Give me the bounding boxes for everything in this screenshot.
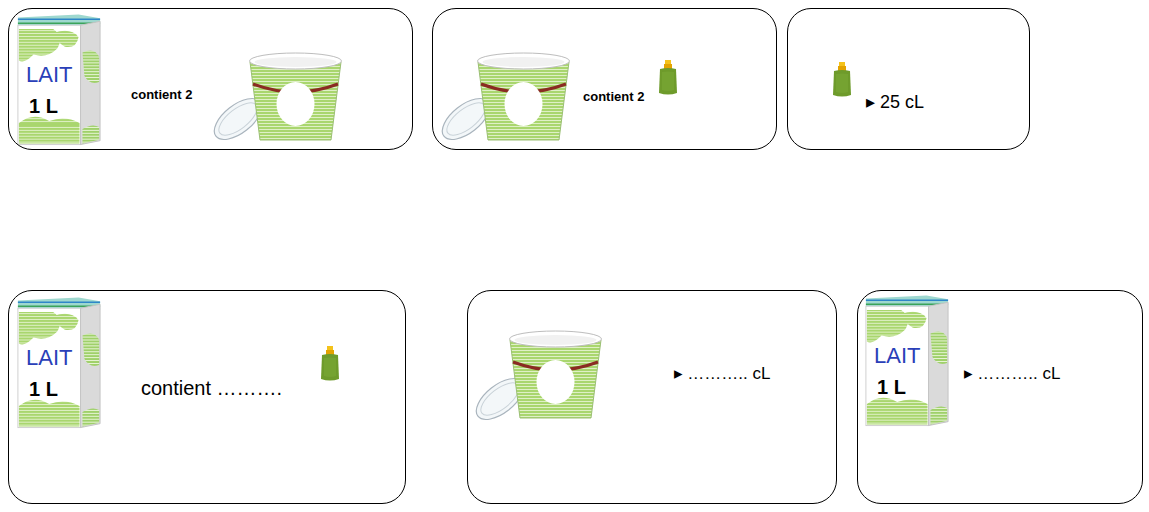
drink-pouch — [833, 62, 851, 97]
milk-carton — [18, 14, 100, 144]
card-text: ▸ ……….. cL — [964, 363, 1060, 384]
measure-card: ▸ 25 cL — [787, 8, 1030, 150]
card-text: contient 2 — [131, 87, 192, 102]
measure-card: contient ………. — [8, 290, 406, 504]
carton-label: 1 L — [877, 376, 906, 399]
carton-label: LAIT — [874, 343, 920, 369]
card-text: contient 2 — [583, 89, 644, 104]
card-text: ▸ ……….. cL — [674, 363, 770, 384]
carton-label: 1 L — [29, 95, 58, 118]
yogurt-cup — [510, 331, 602, 418]
carton-label: LAIT — [26, 62, 72, 88]
carton-label: LAIT — [26, 345, 72, 371]
measure-card: ▸ ……….. cL — [467, 290, 837, 504]
drink-pouch — [659, 60, 677, 95]
card-text: contient ………. — [141, 377, 282, 400]
measure-card: contient 2 — [432, 8, 777, 150]
card-text: ▸ 25 cL — [866, 91, 924, 113]
yogurt-cup — [250, 53, 342, 140]
milk-carton — [866, 295, 948, 425]
drink-pouch — [321, 346, 339, 381]
yogurt-cup — [478, 53, 570, 140]
carton-label: 1 L — [29, 378, 58, 401]
milk-carton — [18, 297, 100, 427]
